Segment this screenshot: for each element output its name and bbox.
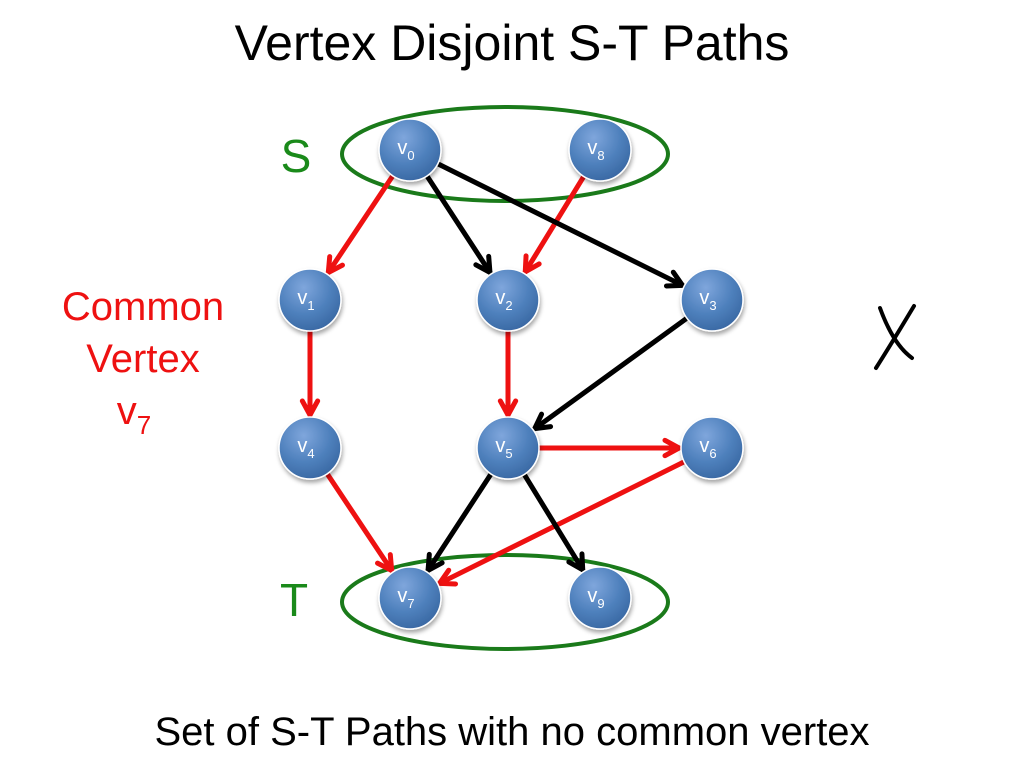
node-label: v6 (699, 435, 716, 461)
node-label: v3 (699, 287, 716, 313)
edge-v6-v7 (437, 458, 689, 587)
edge-arrowhead (532, 411, 554, 432)
node-label-base: v (587, 585, 597, 607)
node-circle (378, 566, 442, 630)
edge-v0-v3 (433, 160, 685, 289)
node-label-sub: 4 (307, 446, 314, 461)
slide-title: Vertex Disjoint S-T Paths (234, 15, 790, 71)
node-label-base: v (397, 585, 407, 607)
node-circle (476, 268, 540, 332)
groups-layer (340, 105, 670, 651)
node-label-base: v (587, 137, 597, 159)
edge-arrowhead (325, 254, 345, 276)
edge-arrowhead (522, 253, 542, 275)
edge-arrowhead (299, 398, 321, 418)
edge-line (532, 314, 692, 432)
node-label-sub: 1 (307, 298, 314, 313)
edge-line (425, 469, 495, 573)
node-label-base: v (495, 435, 505, 457)
node-label: v8 (587, 137, 604, 163)
annotation-line-1: Common (62, 285, 224, 329)
node-v2: v2 (476, 268, 540, 332)
node-label-sub: 8 (597, 148, 604, 163)
edge-line (433, 160, 685, 288)
node-v9: v9 (568, 566, 632, 630)
node-circle (568, 118, 632, 182)
node-circle (278, 416, 342, 480)
common-vertex-annotation: Common Vertex v7 (62, 285, 224, 440)
node-label-sub: 6 (709, 446, 716, 461)
node-label-sub: 2 (505, 298, 512, 313)
node-label-sub: 0 (407, 148, 414, 163)
node-label-sub: 3 (709, 298, 716, 313)
edge-v5-v7 (425, 469, 495, 573)
node-circle (378, 118, 442, 182)
node-label: v5 (495, 435, 512, 461)
node-circle (278, 268, 342, 332)
node-label: v7 (397, 585, 414, 611)
node-label-base: v (397, 137, 407, 159)
annotation-vertex: v7 (117, 389, 151, 440)
node-v1: v1 (278, 268, 342, 332)
node-label-base: v (699, 287, 709, 309)
node-label-sub: 5 (505, 446, 512, 461)
edge-v5-v6 (534, 437, 682, 459)
edge-line (437, 458, 689, 586)
node-v7: v7 (378, 566, 442, 630)
edge-arrowhead (566, 551, 586, 573)
edge-arrowhead (662, 437, 682, 459)
edge-line (323, 469, 395, 574)
node-v6: v6 (680, 416, 744, 480)
x-mark: X (874, 304, 916, 370)
node-label-base: v (699, 435, 709, 457)
edge-v4-v7 (323, 469, 395, 574)
edge-arrowhead (473, 253, 493, 275)
node-v8: v8 (568, 118, 632, 182)
group-outline-s (340, 105, 670, 203)
edge-v0-v2 (423, 171, 493, 275)
slide-caption: Set of S-T Paths with no common vertex (154, 710, 870, 754)
edge-arrowhead (437, 567, 459, 587)
edge-v1-v4 (299, 326, 321, 418)
node-label: v0 (397, 137, 414, 163)
annotation-vertex-base: v (117, 389, 137, 433)
edge-arrowhead (663, 269, 685, 289)
group-outline-t (340, 553, 670, 651)
sink-set-label: T (280, 574, 308, 626)
edges-layer (299, 160, 692, 587)
edge-arrowhead (425, 551, 445, 573)
node-label-base: v (297, 287, 307, 309)
node-v5: v5 (476, 416, 540, 480)
node-circle (476, 416, 540, 480)
node-label: v2 (495, 287, 512, 313)
node-label-base: v (495, 287, 505, 309)
edge-line (520, 470, 586, 573)
node-label-sub: 7 (407, 596, 414, 611)
node-circle (680, 268, 744, 332)
node-label: v4 (297, 435, 314, 461)
edge-line (325, 171, 397, 276)
edge-v3-v5 (532, 314, 692, 432)
node-label-sub: 9 (597, 596, 604, 611)
source-set-label: S (281, 130, 312, 182)
node-v4: v4 (278, 416, 342, 480)
node-label-base: v (297, 435, 307, 457)
annotation-line-2: Vertex (86, 337, 199, 381)
edge-v0-v1 (325, 171, 397, 276)
edge-v5-v9 (520, 470, 586, 573)
node-circle (568, 566, 632, 630)
edge-arrowhead (497, 398, 519, 418)
node-circle (680, 416, 744, 480)
edge-v2-v5 (497, 326, 519, 418)
node-v0: v0 (378, 118, 442, 182)
node-label: v9 (587, 585, 604, 611)
annotation-vertex-sub: 7 (137, 410, 151, 440)
edge-arrowhead (375, 552, 395, 574)
edge-line (423, 171, 493, 275)
node-label: v1 (297, 287, 314, 313)
node-v3: v3 (680, 268, 744, 332)
